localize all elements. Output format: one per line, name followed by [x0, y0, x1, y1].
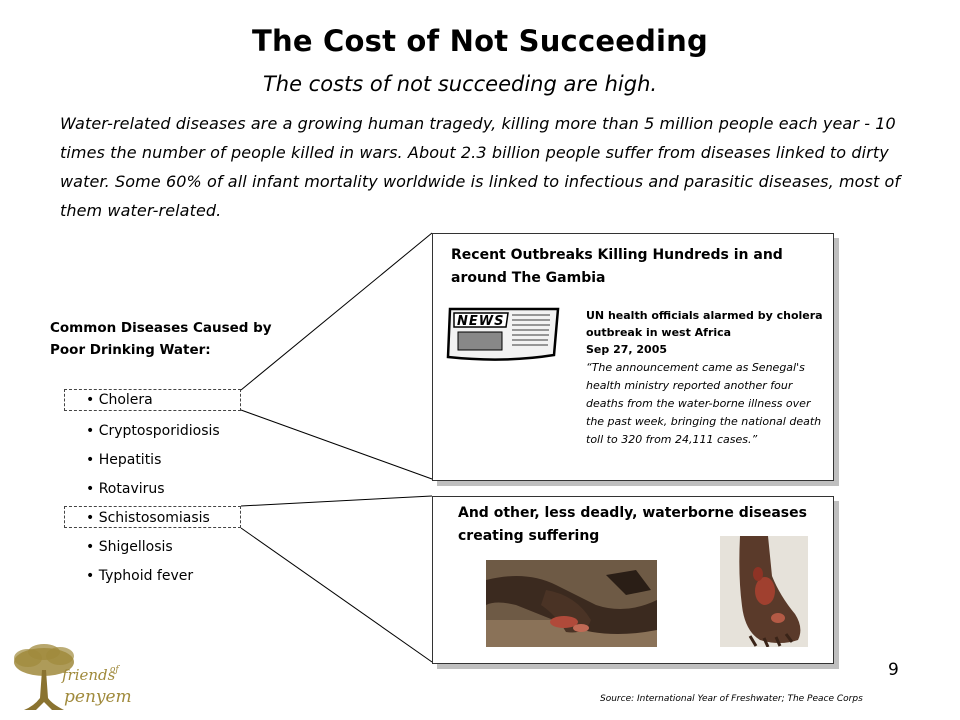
news-article: UN health officials alarmed by cholera o…: [586, 307, 826, 449]
foot-wound-photo: [720, 536, 808, 647]
news-icon-label: NEWS: [457, 314, 504, 329]
schistosomiasis-highlight-box: [64, 506, 241, 528]
source-citation: Source: International Year of Freshwater…: [600, 694, 863, 704]
connector-cholera-top: [240, 232, 433, 391]
leg-wound-photo: [486, 560, 657, 647]
news-date: Sep 27, 2005: [586, 343, 668, 356]
list-item: • Schistosomiasis: [86, 510, 210, 526]
logo-line3: penyem: [64, 687, 132, 707]
connector-schisto-top: [240, 495, 433, 507]
slide-subtitle: The costs of not succeeding are high.: [262, 72, 658, 96]
other-diseases-title: And other, less deadly, waterborne disea…: [458, 505, 807, 544]
cholera-highlight-box: [64, 389, 241, 411]
list-item: • Typhoid fever: [86, 568, 194, 584]
newspaper-icon: NEWS: [446, 307, 560, 361]
intro-paragraph: Water-related diseases are a growing hum…: [60, 114, 901, 220]
list-item: • Cryptosporidiosis: [86, 423, 220, 439]
list-item: • Shigellosis: [86, 539, 173, 555]
list-item: • Cholera: [86, 392, 153, 408]
connector-schisto-bottom: [240, 527, 433, 663]
news-quote: “The announcement came as Senegal's heal…: [586, 361, 822, 446]
friends-of-penyem-logo: friends of penyem: [14, 644, 132, 710]
connector-cholera-bottom: [240, 409, 433, 480]
logo-line2: of: [110, 665, 120, 675]
list-item: • Rotavirus: [86, 481, 165, 497]
page-number: 9: [888, 660, 899, 680]
news-headline: UN health officials alarmed by cholera o…: [586, 309, 823, 339]
diseases-heading: Common Diseases Caused by Poor Drinking …: [50, 320, 272, 358]
list-item: • Hepatitis: [86, 452, 162, 468]
outbreak-panel-title: Recent Outbreaks Killing Hundreds in and…: [451, 247, 783, 286]
slide-title: The Cost of Not Succeeding: [252, 24, 708, 58]
logo-line1: friends: [61, 666, 116, 684]
